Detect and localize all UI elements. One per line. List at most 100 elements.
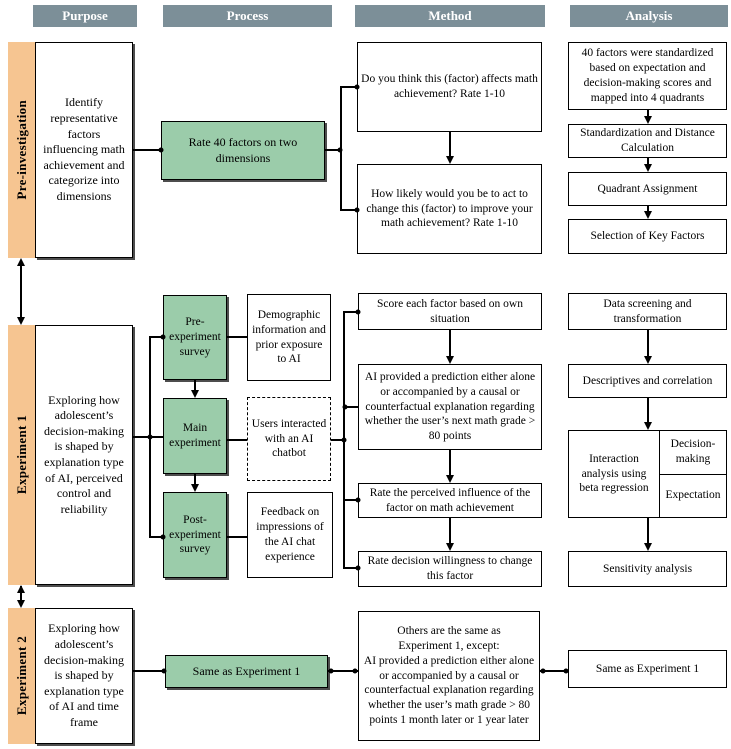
connector-line: [647, 206, 649, 212]
connector-dot: [161, 668, 167, 674]
connector-line: [340, 87, 342, 210]
row-band-experiment-1: Experiment 1: [8, 325, 35, 585]
connector-line: [194, 380, 196, 391]
connector-line: [20, 260, 22, 323]
arrow-down-icon: [191, 484, 199, 492]
connector-line: [647, 110, 649, 117]
pre-analysis-box-1: 40 factors were standardized based on ex…: [568, 42, 727, 110]
connector-dot: [352, 668, 358, 674]
connector-line: [227, 336, 247, 338]
row-band-pre-investigation: Pre-investigation: [8, 42, 35, 258]
connector-line: [647, 330, 649, 357]
connector-line: [149, 536, 163, 538]
arrow-down-icon: [644, 211, 652, 219]
exp1-process-post-survey-box: Post-experiment survey: [163, 492, 227, 578]
pre-analysis-box-4: Selection of Key Factors: [568, 219, 727, 254]
connector-line: [133, 670, 165, 672]
row-label-experiment-2: Experiment 2: [13, 636, 29, 716]
row-band-experiment-2: Experiment 2: [8, 608, 35, 744]
connector-dot: [355, 565, 361, 571]
exp1-analysis-decision-making-cell: Decision-making: [660, 431, 726, 475]
exp1-method-box-3: Rate the perceived influence of the fact…: [358, 483, 542, 518]
connector-line: [340, 86, 357, 88]
exp2-purpose-box: Exploring how adolescent’s decision-maki…: [35, 608, 133, 744]
pre-analysis-box-2: Standardization and Distance Calculation: [568, 124, 727, 158]
exp1-analysis-box-1: Data screening and transformation: [568, 293, 727, 330]
connector-line: [449, 450, 451, 476]
arrow-down-icon: [17, 600, 25, 608]
exp2-method-box: Others are the same as Experiment 1, exc…: [358, 611, 540, 741]
exp1-note-chatbot-dashed-box: Users interacted with an AI chatbot: [247, 397, 331, 481]
exp1-purpose-box: Exploring how adolescent’s decision-maki…: [35, 325, 133, 585]
connector-line: [540, 670, 568, 672]
connector-dot: [354, 207, 360, 213]
arrow-down-icon: [644, 116, 652, 124]
row-label-pre-investigation: Pre-investigation: [13, 100, 29, 200]
exp1-analysis-expectation-cell: Expectation: [665, 489, 721, 502]
column-header-process: Process: [163, 5, 332, 27]
exp1-analysis-split-box: Interaction analysis using beta regressi…: [568, 430, 727, 518]
connector-line: [20, 586, 22, 606]
connector-line: [449, 518, 451, 544]
exp1-note-feedback-box: Feedback on impressions of the AI chat e…: [247, 492, 333, 578]
exp1-analysis-split-right: Decision-making Expectation: [660, 431, 726, 517]
arrow-down-icon: [644, 422, 652, 430]
exp1-analysis-interaction-cell: Interaction analysis using beta regressi…: [569, 431, 660, 517]
connector-dot: [158, 147, 164, 153]
arrow-down-icon: [446, 356, 454, 364]
column-header-analysis: Analysis: [570, 5, 728, 27]
connector-line: [227, 536, 247, 538]
connector-line: [343, 567, 358, 569]
connector-line: [149, 337, 151, 537]
connector-line: [343, 406, 358, 408]
arrow-down-icon: [17, 317, 25, 325]
connector-line: [133, 149, 161, 151]
exp1-method-box-2: AI provided a prediction either alone or…: [358, 364, 542, 450]
connector-dot: [160, 334, 166, 340]
arrow-down-icon: [644, 543, 652, 551]
connector-dot: [354, 84, 360, 90]
connector-line: [340, 209, 357, 211]
pre-process-box: Rate 40 factors on two dimensions: [161, 121, 325, 180]
column-header-purpose: Purpose: [33, 5, 137, 27]
exp2-analysis-box: Same as Experiment 1: [568, 650, 727, 688]
connector-dot: [328, 668, 334, 674]
exp1-analysis-box-4: Sensitivity analysis: [568, 551, 727, 587]
connector-line: [647, 158, 649, 165]
pre-purpose-box: Identify representative factors influenc…: [35, 42, 133, 258]
arrow-down-icon: [644, 356, 652, 364]
connector-line: [647, 518, 649, 544]
exp1-note-demographic-box: Demographic information and prior exposu…: [247, 294, 331, 381]
pre-method-box-2: How likely would you be to act to change…: [357, 164, 542, 254]
connector-dot: [160, 534, 166, 540]
exp1-process-pre-survey-box: Pre-experiment survey: [163, 295, 227, 380]
connector-line: [647, 398, 649, 423]
exp1-method-box-4: Rate decision willingness to change this…: [358, 551, 542, 587]
connector-line: [449, 132, 451, 157]
connector-line: [328, 670, 358, 672]
arrow-down-icon: [644, 164, 652, 172]
arrow-up-icon: [17, 258, 25, 266]
column-header-method: Method: [355, 5, 545, 27]
row-label-experiment-1: Experiment 1: [13, 415, 29, 495]
arrow-down-icon: [446, 543, 454, 551]
pre-analysis-box-3: Quadrant Assignment: [568, 172, 727, 206]
exp1-analysis-box-2: Descriptives and correlation: [568, 364, 727, 398]
connector-line: [325, 149, 341, 151]
connector-line: [331, 439, 344, 441]
connector-line: [343, 312, 345, 568]
connector-line: [149, 336, 163, 338]
arrow-up-icon: [17, 585, 25, 593]
arrow-down-icon: [446, 156, 454, 164]
exp1-method-box-1: Score each factor based on own situation: [358, 293, 542, 330]
connector-dot: [342, 404, 348, 410]
connector-dot: [355, 309, 361, 315]
connector-line: [449, 330, 451, 357]
connector-line: [194, 474, 196, 485]
exp1-process-main-experiment-box: Main experiment: [163, 398, 227, 474]
exp2-process-box: Same as Experiment 1: [165, 655, 328, 688]
connector-dot: [355, 497, 361, 503]
arrow-down-icon: [446, 475, 454, 483]
pre-method-box-1: Do you think this (factor) affects math …: [357, 42, 542, 132]
